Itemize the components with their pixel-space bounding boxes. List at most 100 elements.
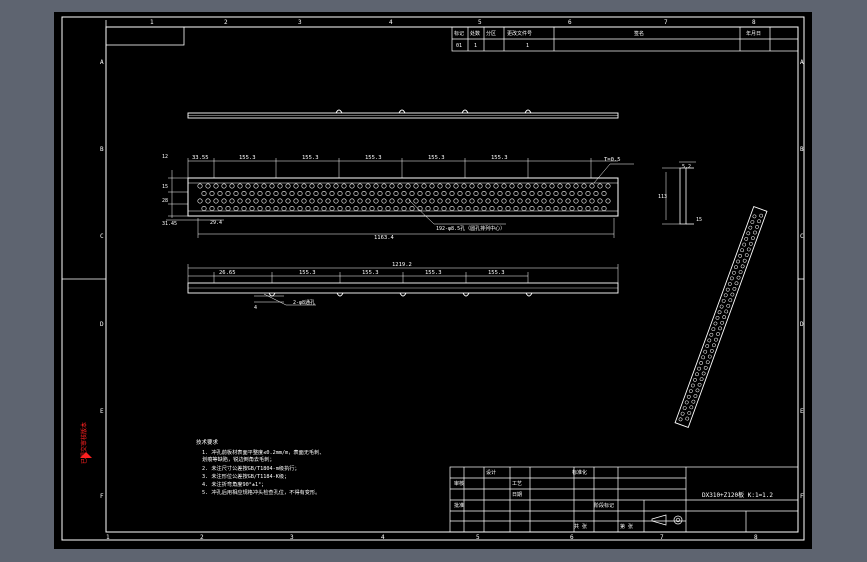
hole [317, 183, 323, 189]
iso-hole [723, 293, 728, 298]
hole [441, 206, 447, 212]
iso-hole [732, 270, 736, 275]
zone-top-3: 3 [298, 19, 302, 26]
iso-hole [748, 241, 753, 246]
hole [237, 183, 243, 189]
hole [233, 206, 239, 212]
zone-top-5: 5 [478, 19, 482, 26]
iso-hole [751, 236, 755, 241]
hole [485, 198, 491, 204]
hole [281, 191, 287, 197]
dim-bottom-5: 155.3 [488, 270, 505, 276]
hole [309, 198, 315, 204]
hole [261, 198, 267, 204]
zone-bot-5: 5 [476, 534, 480, 541]
iso-hole [719, 304, 724, 309]
hole [229, 183, 235, 189]
hole [349, 198, 355, 204]
iso-hole [748, 225, 753, 230]
iso-hole [693, 394, 698, 398]
hole [425, 191, 431, 197]
hole [293, 183, 299, 189]
iso-hole [712, 343, 716, 348]
hole [425, 206, 431, 212]
hole [601, 191, 607, 197]
hole [221, 183, 227, 189]
hole [369, 206, 375, 212]
hole [277, 183, 283, 189]
hole [533, 183, 539, 189]
hole [289, 191, 295, 197]
iso-hole [701, 371, 706, 376]
hole [197, 198, 203, 204]
zone-bot-3: 3 [290, 534, 294, 541]
iso-hole [703, 365, 708, 370]
iso-hole [705, 344, 710, 348]
note-line-3: 2. 未注尺寸公差按GB/T1804-m级执行； [202, 464, 300, 472]
iso-hole [687, 411, 692, 415]
tb-date: 日期 [512, 492, 522, 498]
hole [385, 206, 391, 212]
iso-hole [685, 416, 690, 421]
hole [441, 191, 447, 197]
hole [453, 198, 459, 204]
hole [469, 183, 475, 189]
hole [317, 198, 323, 204]
section-view [662, 161, 696, 225]
zone-left-a: A [100, 59, 104, 66]
hole [333, 198, 339, 204]
iso-hole [680, 411, 685, 416]
hole [605, 198, 611, 204]
hole [337, 206, 343, 212]
hole [565, 198, 571, 204]
hole [225, 191, 231, 197]
title-block [449, 466, 799, 533]
hole [265, 206, 271, 212]
hole [521, 191, 527, 197]
zone-top-8: 8 [752, 19, 756, 26]
iso-hole [726, 303, 731, 308]
iso-hole [688, 389, 693, 393]
iso-hole [711, 327, 716, 331]
dim-front-6: 155.3 [491, 155, 508, 161]
hole [553, 206, 559, 212]
hole [217, 206, 223, 212]
zone-top-2: 2 [224, 19, 228, 26]
hole [409, 206, 415, 212]
hole [217, 191, 223, 197]
hole [357, 183, 363, 189]
hole [349, 183, 355, 189]
hole [369, 191, 375, 197]
hole [333, 183, 339, 189]
hole [285, 183, 291, 189]
note-line-6: 5. 冲孔后用相应规格冲头检查孔位，不得有变形。 [202, 488, 320, 496]
dim-left-b1: 31.45 [162, 221, 177, 227]
revision-headers: 标记 处数 分区 更改文件号 签名 年月日 01 1 1 [454, 30, 761, 49]
hole [353, 191, 359, 197]
zone-bot-8: 8 [754, 534, 758, 541]
iso-hole [750, 220, 755, 224]
dim-bottom-overall: 1219.2 [392, 262, 412, 268]
hole [545, 206, 551, 212]
iso-hole [684, 400, 689, 405]
stamp-warning-icon [80, 452, 92, 458]
hole [597, 198, 603, 204]
iso-hole [695, 388, 700, 393]
iso-hole [686, 394, 691, 399]
hole [449, 191, 455, 197]
isometric-view [674, 205, 768, 429]
iso-hole [695, 372, 699, 377]
hole [321, 206, 327, 212]
hole [289, 206, 295, 212]
iso-hole [718, 326, 722, 331]
bottom-dim-text: 1219.2 26.65 155.3 155.3 155.3 155.3 2-φ… [219, 262, 505, 311]
tb-drawing-no: DX310+Z120板 K:1=1.2 [702, 491, 773, 499]
hole [205, 198, 211, 204]
iso-hole [709, 349, 714, 353]
hole [345, 206, 351, 212]
hole [577, 206, 583, 212]
iso-hole [699, 361, 703, 365]
hole [301, 183, 307, 189]
front-dim-lines [166, 158, 634, 238]
hole [421, 198, 427, 204]
